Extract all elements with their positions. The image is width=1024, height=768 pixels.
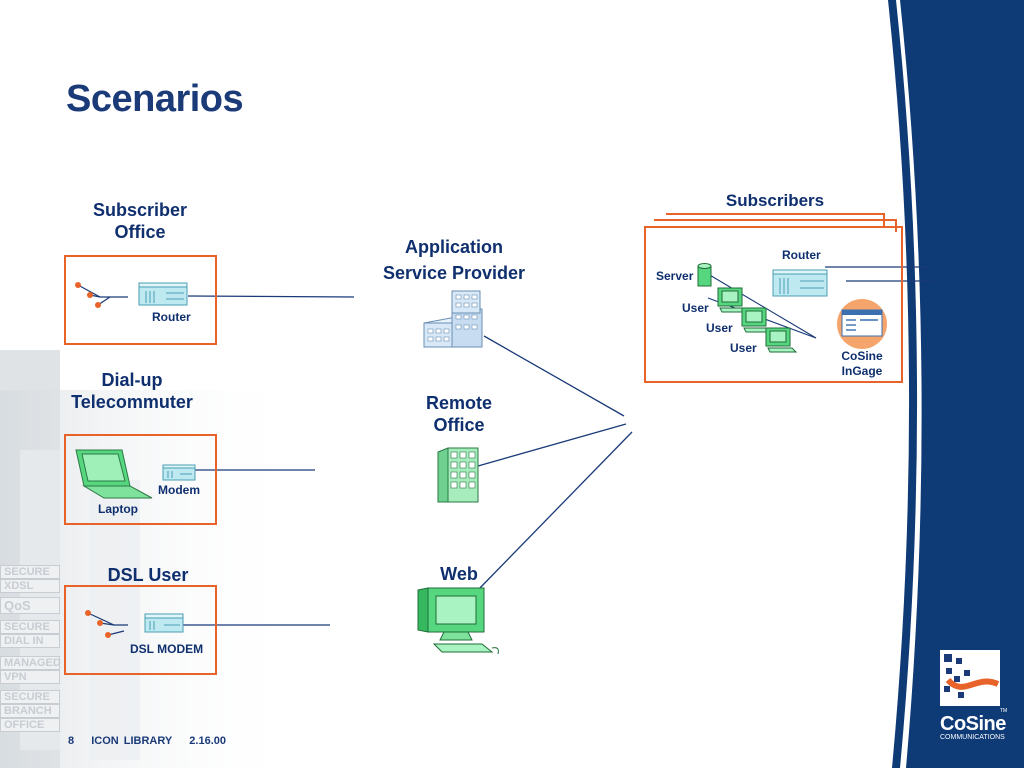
subscriber-office-title-line2: Office <box>114 222 166 242</box>
web-title: Web <box>440 564 478 584</box>
asp-title-line2: Service Provider <box>382 263 526 283</box>
footer-library: ICON LIBRARY <box>91 735 173 747</box>
cosine-ingage-icon <box>837 299 887 349</box>
user-label: User <box>730 341 757 355</box>
footer-page-number: 8 <box>68 735 75 747</box>
dsl-modem-icon <box>144 613 184 633</box>
remote-office-title-line1: Remote <box>425 393 492 413</box>
cosine-ingage-label: CoSine InGage <box>822 349 902 379</box>
web-computer-icon <box>417 587 499 655</box>
watermark-label: DIAL IN <box>0 634 60 648</box>
server-icon <box>697 263 712 287</box>
watermark-label: VPN <box>0 670 60 684</box>
watermark-label: OFFICE <box>0 718 60 732</box>
footer: 8 ICON LIBRARY 2.16.00 <box>68 735 238 747</box>
dsl-user-title: DSL User <box>107 565 189 585</box>
asp-building-icon <box>423 290 483 348</box>
cosine-logo-mark <box>940 650 1000 706</box>
subscribers-stack-frame <box>654 213 897 232</box>
watermark-label: QoS <box>0 597 60 614</box>
dialup-title-line1: Dial-up <box>101 370 163 390</box>
user-computer-icon <box>741 307 774 333</box>
subscribers-router-icon <box>772 269 828 297</box>
subscribers-box: Router Server User User User <box>644 226 903 383</box>
user-computer-icon <box>717 287 750 313</box>
cosine-ingage-label-line2: InGage <box>841 364 883 378</box>
watermark-label: SECURE <box>0 690 60 704</box>
modem-icon <box>162 464 196 481</box>
subscriber-office-title-line1: Subscriber <box>92 200 188 220</box>
router-icon <box>138 282 188 306</box>
network-connector-icon <box>85 610 128 638</box>
laptop-label: Laptop <box>98 502 138 516</box>
user-label: User <box>682 301 709 315</box>
footer-date: 2.16.00 <box>189 735 226 747</box>
subscriber-office-box: Router <box>64 255 217 345</box>
user-label: User <box>706 321 733 335</box>
dialup-box: Modem Laptop <box>64 434 217 525</box>
subscribers-title: Subscribers <box>725 191 825 210</box>
modem-label: Modem <box>158 483 200 497</box>
user-computer-icon <box>765 327 798 353</box>
cosine-logo: CoSine COMMUNICATIONS TM <box>940 650 1007 741</box>
watermark-label: XDSL <box>0 579 60 593</box>
network-connector-icon <box>75 282 128 308</box>
dialup-title: Dial-up Telecommuter <box>62 369 202 413</box>
dsl-modem-label: DSL MODEM <box>130 642 204 656</box>
watermark-labels: SECURE XDSL QoS SECURE DIAL IN MANAGED V… <box>0 565 61 732</box>
dialup-title-line2: Telecommuter <box>71 392 193 412</box>
server-label: Server <box>656 269 694 283</box>
watermark-label: BRANCH <box>0 704 60 718</box>
cosine-logo-tm: TM <box>1000 708 1008 714</box>
subscribers-router-label: Router <box>782 248 821 262</box>
watermark-label: SECURE <box>0 620 60 634</box>
watermark-label: SECURE <box>0 565 60 579</box>
laptop-icon <box>75 449 153 499</box>
brand-band <box>888 0 1024 768</box>
cosine-logo-name: CoSine <box>940 713 1006 735</box>
cosine-ingage-label-line1: CoSine <box>841 349 883 363</box>
subscriber-office-title: Subscriber Office <box>70 199 210 243</box>
asp-title-line1: Application <box>405 237 503 257</box>
remote-office-building-icon <box>437 447 479 503</box>
asp-title: Application Service Provider <box>372 234 536 286</box>
router-label: Router <box>152 310 191 324</box>
remote-office-title-line2: Office <box>433 415 485 435</box>
cosine-logo-sub: COMMUNICATIONS <box>940 734 1005 741</box>
page-title: Scenarios <box>66 78 244 120</box>
watermark-label: MANAGED <box>0 656 61 670</box>
remote-office-title: Remote Office <box>404 392 514 436</box>
dsl-user-box: DSL MODEM <box>64 585 217 675</box>
